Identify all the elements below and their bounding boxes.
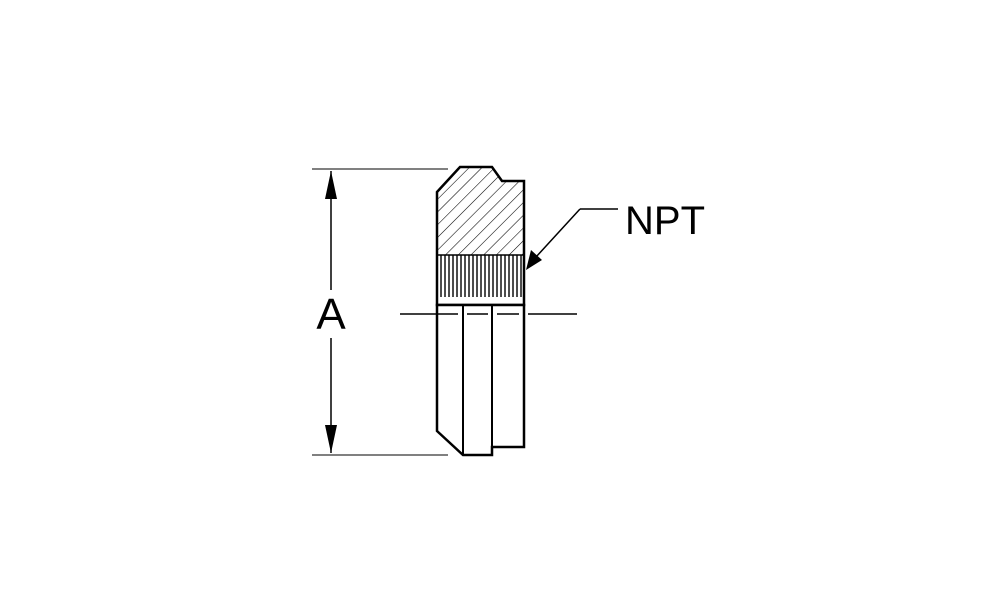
dimension-label: A bbox=[316, 290, 346, 339]
leader-arrow-icon bbox=[526, 250, 542, 270]
dimension-arrow-down-icon bbox=[325, 425, 337, 453]
fitting-body-lower bbox=[435, 303, 526, 457]
dimension-arrow-up-icon bbox=[325, 171, 337, 199]
npt-leader bbox=[526, 208, 618, 270]
thread-label: NPT bbox=[625, 199, 705, 243]
fitting-section bbox=[435, 165, 526, 307]
